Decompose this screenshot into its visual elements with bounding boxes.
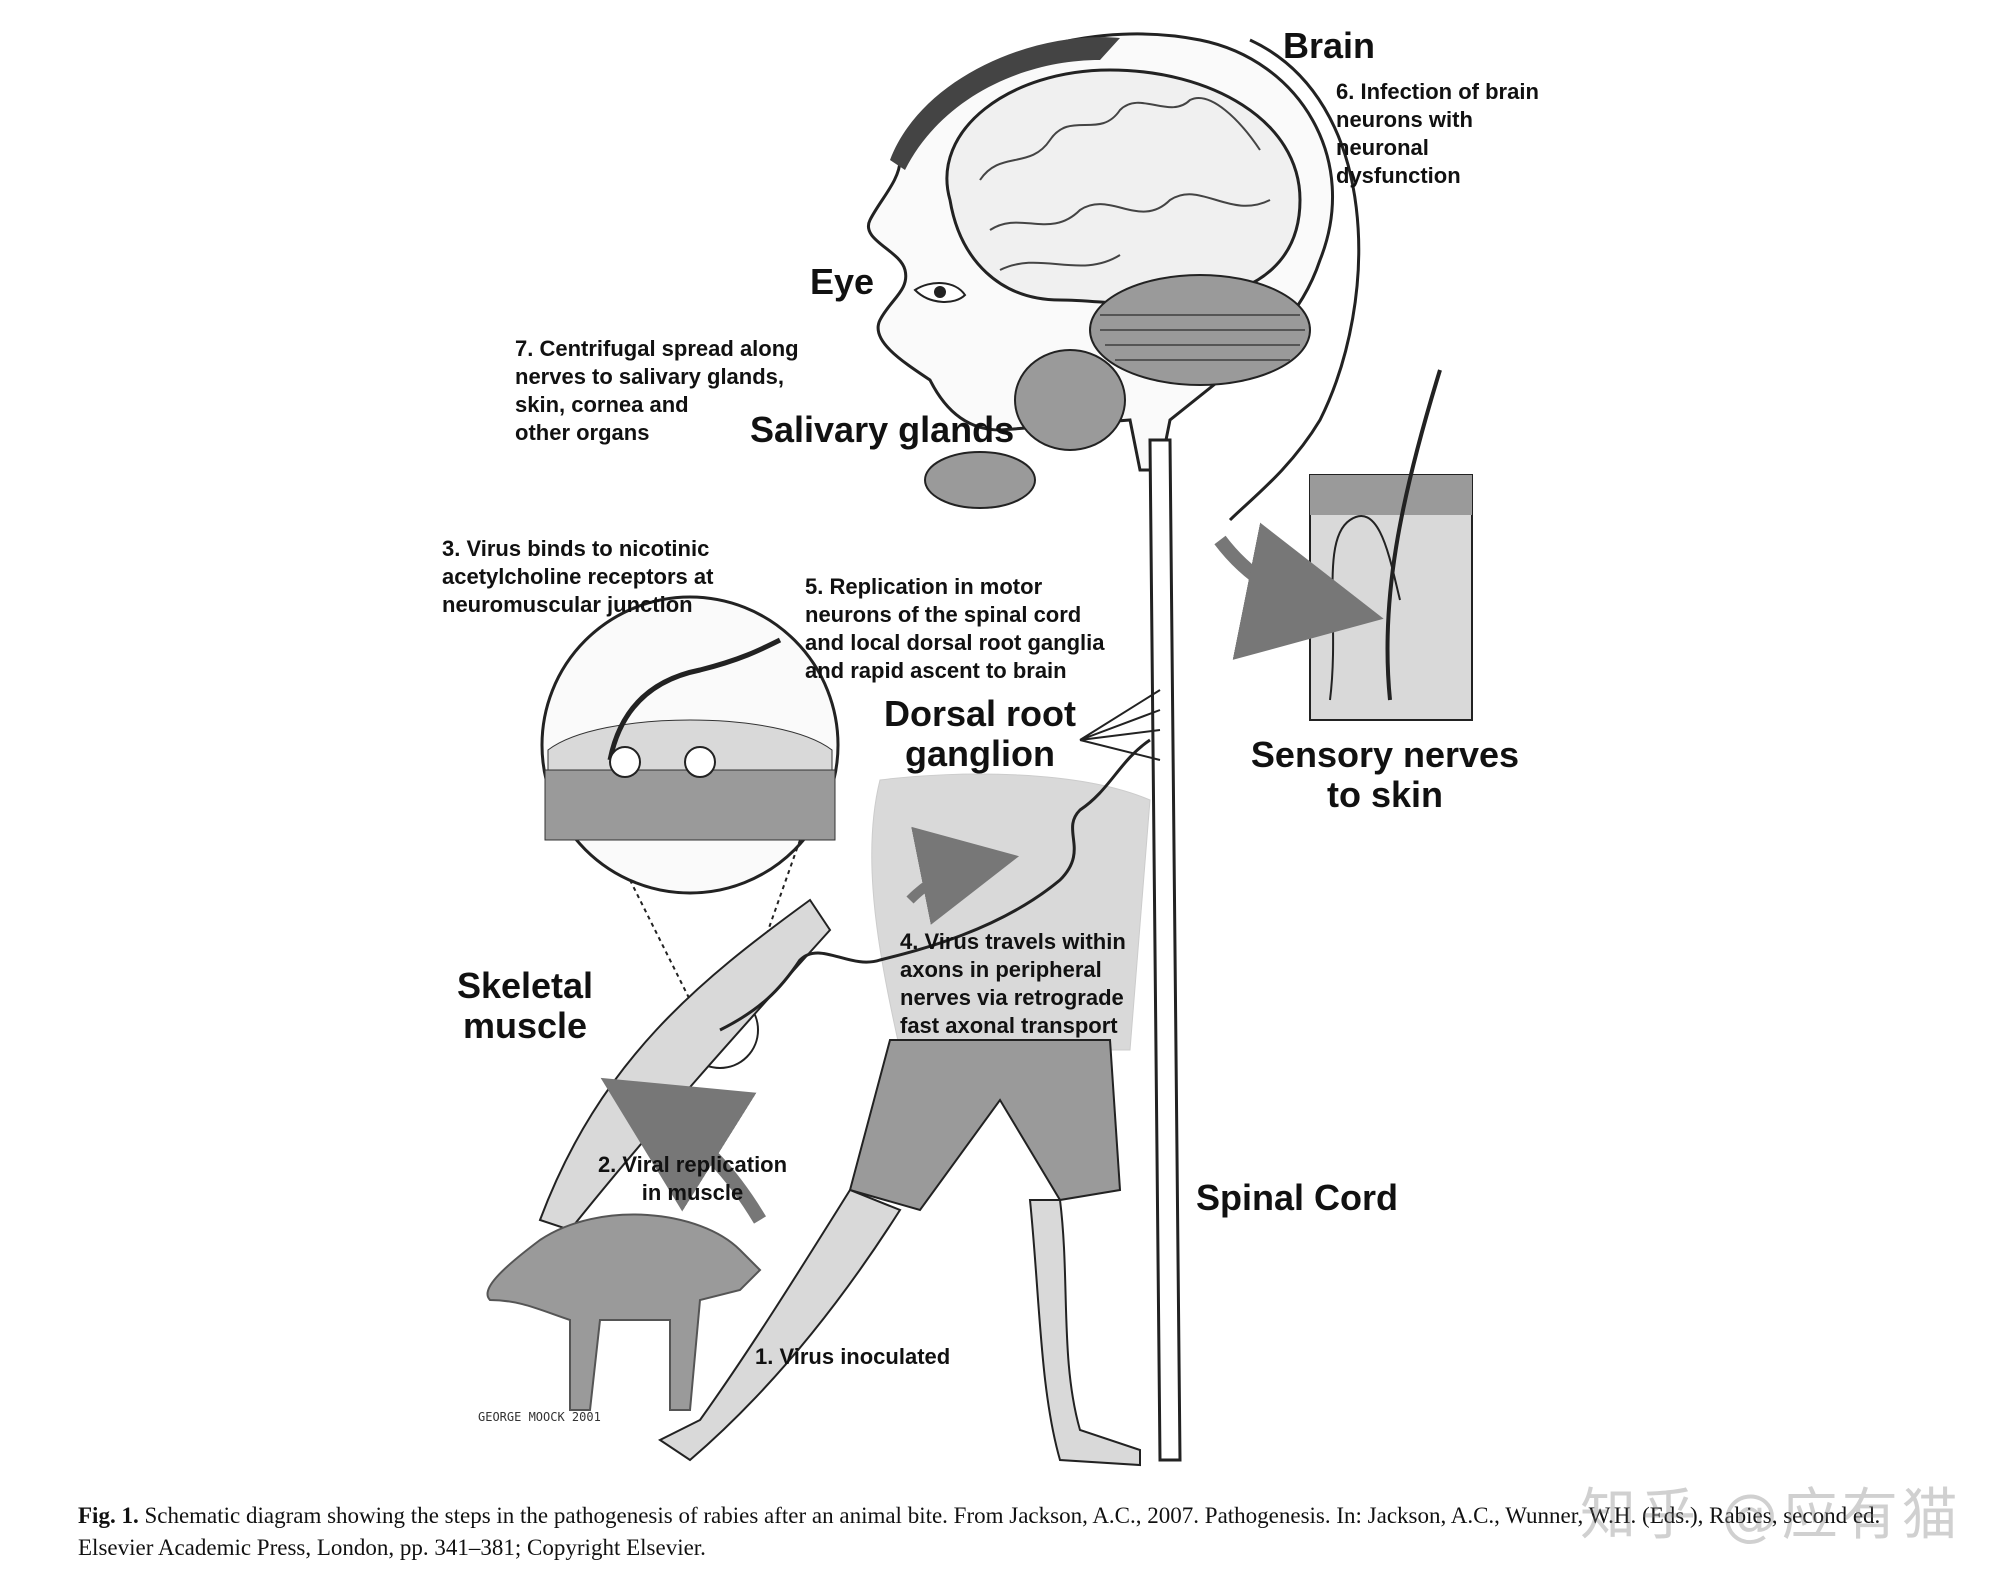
arrow-ascend	[906, 826, 1020, 925]
watermark: 知乎 @应有猫	[1580, 1483, 1962, 1548]
salivary-gland-lower	[924, 451, 1036, 509]
peripheral-nerve	[719, 738, 1151, 1032]
eye-pupil	[934, 286, 946, 298]
label-dorsal-root-ganglion: Dorsal root ganglion	[883, 693, 1077, 774]
dorsal-root-ganglion	[1079, 689, 1161, 761]
caption-fig-number: Fig. 1.	[78, 1503, 139, 1528]
salivary-gland-upper	[1014, 349, 1126, 451]
label-step7: 7. Centrifugal spread along nerves to sa…	[515, 336, 799, 445]
label-sensory-nerves: Sensory nerves to skin	[1250, 734, 1520, 815]
left-leg	[658, 1188, 902, 1462]
label-step6: 6. Infection of brain neurons with neuro…	[1336, 79, 1539, 188]
skin-epidermis	[1310, 475, 1472, 515]
nmj-axon	[607, 637, 782, 761]
figure-caption: Fig. 1. Schematic diagram showing the st…	[78, 1500, 1958, 1564]
label-step3: 3. Virus binds to nicotinic acetylcholin…	[442, 536, 714, 617]
hair	[890, 37, 1120, 170]
wolf	[486, 1213, 762, 1411]
spinal-cord	[1148, 438, 1182, 1462]
artist-signature: GEORGE MOOCK 2001	[478, 1410, 601, 1424]
arrow-to-muscle	[600, 1077, 767, 1224]
label-step2: 2. Viral replication in muscle	[597, 1152, 788, 1205]
cerebellum-folia	[1100, 314, 1305, 361]
label-spinal-cord: Spinal Cord	[1196, 1177, 1399, 1218]
label-skeletal-muscle: Skeletal muscle	[456, 965, 594, 1046]
label-step1: 1. Virus inoculated	[755, 1344, 951, 1369]
label-brain: Brain	[1283, 25, 1376, 66]
nmj-muscle-fiber-band	[544, 769, 836, 841]
label-eye: Eye	[810, 261, 875, 302]
brain	[945, 68, 1302, 306]
spine-arc	[1228, 38, 1361, 522]
label-step5: 5. Replication in motor neurons of the s…	[805, 574, 1105, 683]
nmj-terminal-right	[684, 746, 716, 778]
nmj-terminal-left	[609, 746, 641, 778]
arrow-to-skin	[1214, 522, 1384, 660]
shorts	[848, 1039, 1122, 1212]
label-step4: 4. Virus travels within axons in periphe…	[900, 929, 1126, 1038]
hair-follicle	[1385, 369, 1442, 701]
caption-text: Schematic diagram showing the steps in t…	[78, 1503, 1881, 1560]
right-leg	[1028, 1199, 1141, 1467]
brain-gyri	[979, 97, 1271, 271]
label-salivary-glands: Salivary glands	[750, 409, 1015, 450]
